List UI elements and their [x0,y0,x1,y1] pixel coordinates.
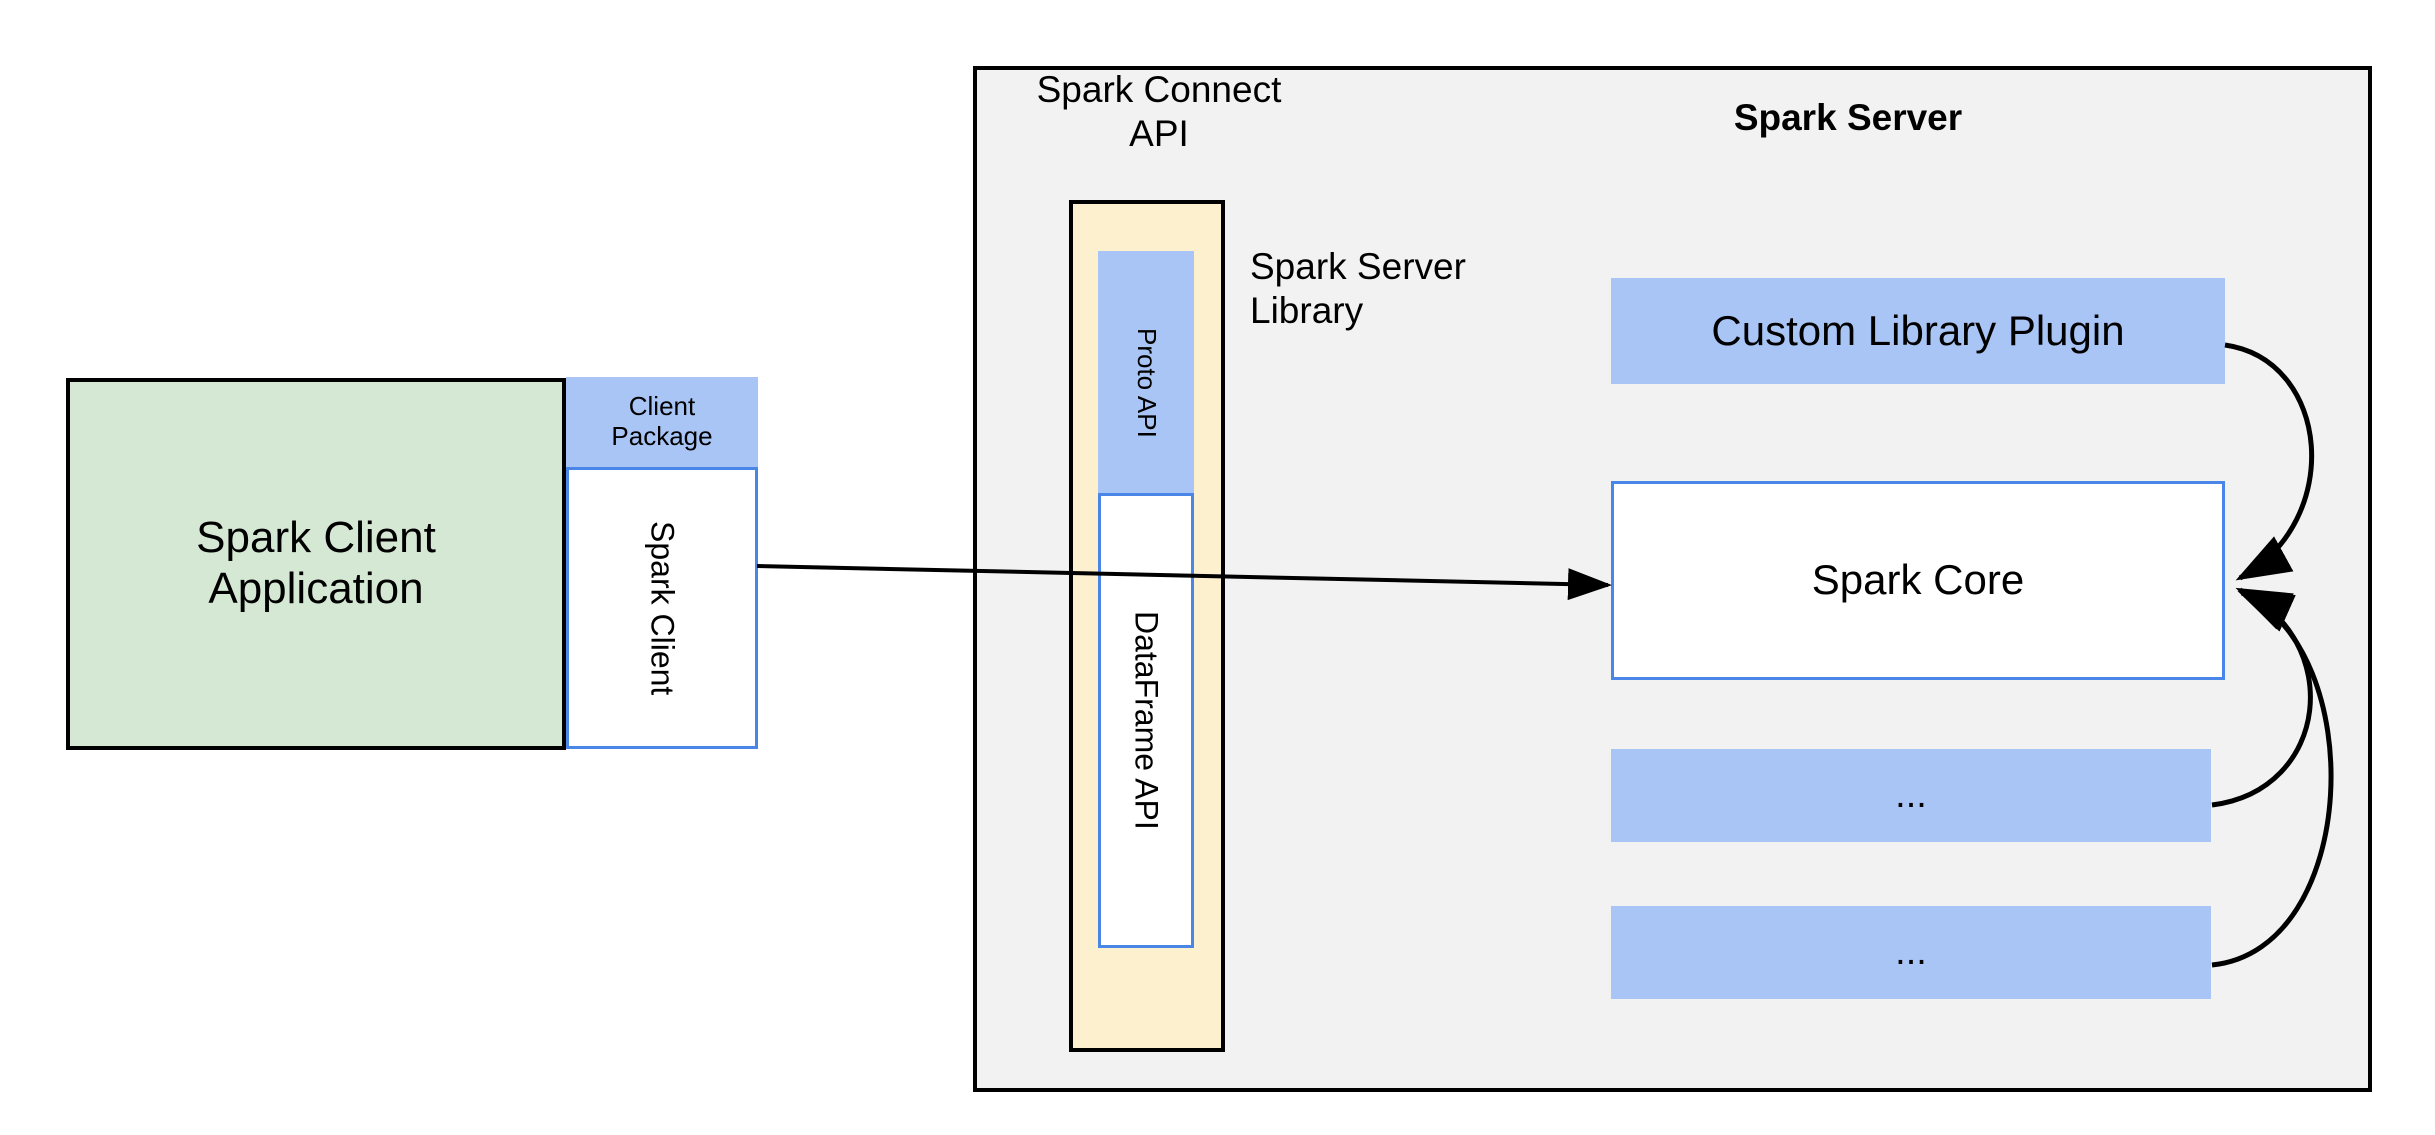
client-package-box[interactable]: Client Package [566,377,758,467]
spark-connect-api-title: Spark Connect API [1036,69,1282,155]
other-component-label-1: ... [1895,773,1927,816]
spark-client-box[interactable]: Spark Client [566,467,758,749]
spark-client-application-box[interactable]: Spark Client Application [66,378,566,750]
dataframe-api-box[interactable]: DataFrame API [1098,493,1194,948]
other-component-label-2: ... [1895,930,1927,973]
other-component-box-1[interactable]: ... [1611,749,2211,842]
spark-core-box[interactable]: Spark Core [1611,481,2225,680]
dataframe-api-label: DataFrame API [1128,611,1165,830]
spark-client-application-label: Spark Client Application [196,513,436,613]
proto-api-box[interactable]: Proto API [1098,251,1194,514]
spark-server-title: Spark Server [1733,97,1963,138]
spark-server-library-label: Spark Server Library [1250,246,1466,332]
other-component-box-2[interactable]: ... [1611,906,2211,999]
proto-api-label: Proto API [1131,327,1162,438]
custom-library-plugin-box[interactable]: Custom Library Plugin [1611,278,2225,384]
spark-client-label: Spark Client [644,520,681,696]
spark-core-label: Spark Core [1811,556,2025,604]
client-package-label: Client Package [611,391,713,451]
custom-library-plugin-label: Custom Library Plugin [1711,306,2125,354]
